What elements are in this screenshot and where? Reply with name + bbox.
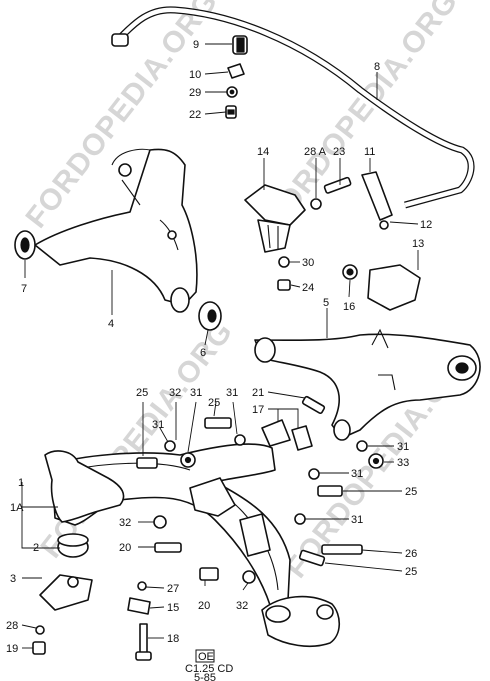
callout-22: 22 xyxy=(189,109,201,121)
callout-20: 20 xyxy=(119,542,131,554)
lower-arm-bush-rear xyxy=(170,287,222,331)
callout-25: 25 xyxy=(405,566,417,578)
stabilizer-bar xyxy=(111,6,475,209)
callout-31: 31 xyxy=(397,441,409,453)
mount-bolt xyxy=(310,176,352,210)
callout-31: 31 xyxy=(190,387,202,399)
lower-arm-bush-front xyxy=(14,230,36,260)
callout-27: 27 xyxy=(167,583,179,595)
callout-23: 23 xyxy=(333,146,345,158)
lower-arm-right xyxy=(254,328,481,441)
callout-labels: 9 10 29 22 8 14 28 A 23 11 12 13 30 24 1… xyxy=(6,39,432,655)
lower-knuckle xyxy=(261,595,341,648)
strut-bracket xyxy=(127,581,152,661)
callout-28: 28 xyxy=(6,620,18,632)
rear-mount xyxy=(342,264,421,311)
callout-1a: 1A xyxy=(10,502,24,514)
callout-28a: 28 A xyxy=(304,146,327,158)
arm-nuts xyxy=(356,440,384,469)
stabilizer-link xyxy=(361,171,393,230)
mount-nut-bolt xyxy=(277,256,291,291)
callout-6: 6 xyxy=(200,347,206,359)
callout-11: 11 xyxy=(364,146,375,158)
callout-31: 31 xyxy=(351,468,363,480)
callout-14: 14 xyxy=(257,146,269,158)
callout-29: 29 xyxy=(189,87,201,99)
engine-mount xyxy=(244,184,306,253)
callout-1: 1 xyxy=(18,477,24,489)
callout-2: 2 xyxy=(33,542,39,554)
callout-31: 31 xyxy=(152,419,164,431)
callout-8: 8 xyxy=(374,61,380,73)
callout-16: 16 xyxy=(343,301,355,313)
callout-17: 17 xyxy=(252,404,264,416)
callout-32: 32 xyxy=(236,600,248,612)
callout-19: 19 xyxy=(6,643,18,655)
leader-lines xyxy=(21,43,419,649)
stabilizer-clamp-bush xyxy=(232,35,248,55)
figure-code: OE C1.25 CD 5-85 xyxy=(185,649,233,681)
callout-12: 12 xyxy=(420,219,432,231)
crossmember-bolts-right xyxy=(294,468,363,567)
code-line-2: 5-85 xyxy=(194,672,216,681)
callout-25: 25 xyxy=(405,486,417,498)
callout-10: 10 xyxy=(189,69,201,81)
code-badge-box xyxy=(195,649,215,663)
callout-4: 4 xyxy=(108,318,114,330)
callout-32: 32 xyxy=(169,387,181,399)
callout-9: 9 xyxy=(193,39,199,51)
callout-24: 24 xyxy=(302,282,314,294)
callout-31: 31 xyxy=(351,514,363,526)
callout-18: 18 xyxy=(167,633,179,645)
callout-5: 5 xyxy=(323,297,329,309)
crossmember-bolts-bottom xyxy=(154,542,256,584)
code-badge: OE xyxy=(198,651,214,663)
callout-20: 20 xyxy=(198,600,210,612)
callout-30: 30 xyxy=(302,257,314,269)
callout-15: 15 xyxy=(167,602,179,614)
lower-arm-left xyxy=(34,148,198,306)
callout-7: 7 xyxy=(21,283,27,295)
callout-13: 13 xyxy=(412,238,424,250)
code-line-1: C1.25 CD xyxy=(185,663,233,675)
callout-32: 32 xyxy=(119,517,131,529)
callout-33: 33 xyxy=(397,457,409,469)
watermark-text: FORDOPEDIA.ORG xyxy=(35,315,240,564)
engine-mount-left xyxy=(32,450,125,655)
arm-bolt-and-plate xyxy=(261,395,326,451)
clamp-bracket xyxy=(225,63,245,119)
callout-25: 25 xyxy=(136,387,148,399)
callout-26: 26 xyxy=(405,548,417,560)
callout-3: 3 xyxy=(10,573,16,585)
callout-21: 21 xyxy=(252,387,264,399)
callout-31: 31 xyxy=(226,387,238,399)
callout-25: 25 xyxy=(208,397,220,409)
crossmember-bolts-left xyxy=(136,417,246,529)
